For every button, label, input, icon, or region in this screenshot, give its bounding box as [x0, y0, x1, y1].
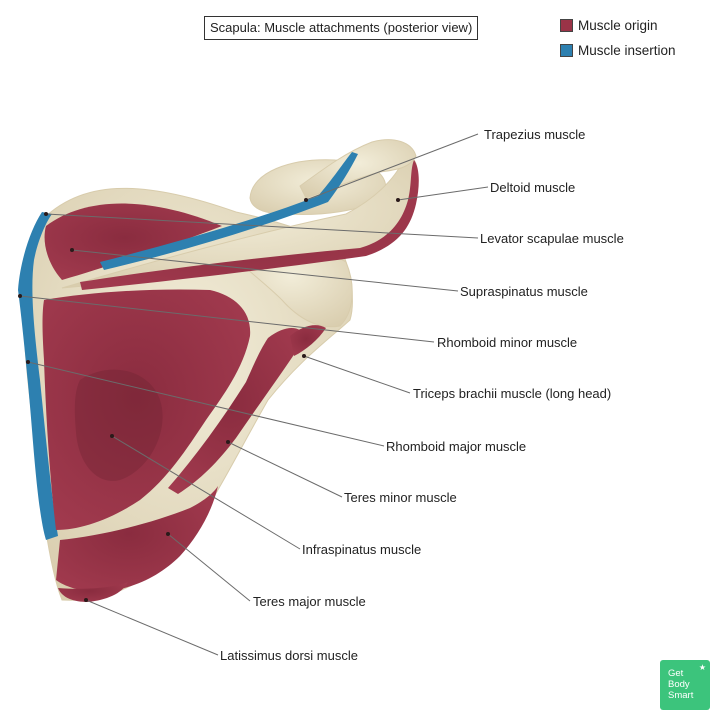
- teres-major-origin: [56, 486, 218, 592]
- label-latissimus-dorsi: Latissimus dorsi muscle: [220, 648, 358, 663]
- dot-infraspinatus: [110, 434, 114, 438]
- label-teres-major: Teres major muscle: [253, 594, 366, 609]
- dot-levator: [44, 212, 48, 216]
- insertion-swatch: [560, 44, 573, 57]
- dot-rhomboid-minor: [18, 294, 22, 298]
- trapezius-insertion: [100, 152, 358, 270]
- dot-teres-major: [166, 532, 170, 536]
- dot-supraspinatus: [70, 248, 74, 252]
- getbodysmart-logo: ★ Get Body Smart: [660, 660, 710, 710]
- pointer-dots: [18, 198, 400, 602]
- leader-rhomboid-minor: [19, 295, 435, 343]
- leader-teres-minor: [227, 441, 343, 498]
- leader-supraspinatus: [71, 249, 459, 292]
- supraspinatus-origin: [44, 203, 222, 280]
- triceps-origin: [290, 325, 326, 356]
- dot-triceps: [302, 354, 306, 358]
- star-icon: ★: [698, 663, 706, 672]
- origin-swatch: [560, 19, 573, 32]
- badge-line-3: Smart: [668, 690, 694, 701]
- diagram-title: Scapula: Muscle attachments (posterior v…: [204, 16, 479, 40]
- leader-latissimus: [85, 599, 219, 656]
- label-trapezius: Trapezius muscle: [484, 127, 585, 142]
- label-rhomboid-minor: Rhomboid minor muscle: [437, 335, 577, 350]
- legend-label-origin: Muscle origin: [578, 18, 658, 33]
- dot-latissimus: [84, 598, 88, 602]
- leader-levator: [45, 213, 479, 239]
- label-teres-minor: Teres minor muscle: [344, 490, 457, 505]
- leader-lines: [19, 133, 489, 656]
- latissimus-origin: [58, 582, 128, 602]
- dot-deltoid: [396, 198, 400, 202]
- label-supraspinatus: Supraspinatus muscle: [460, 284, 588, 299]
- badge-line-2: Body: [668, 679, 690, 690]
- dot-rhomboid-major: [26, 360, 30, 364]
- label-levator-scapulae: Levator scapulae muscle: [480, 231, 624, 246]
- medial-border-insertion: [18, 212, 58, 540]
- leader-rhomboid-major: [27, 361, 385, 447]
- dot-teres-minor: [226, 440, 230, 444]
- leader-deltoid: [397, 186, 489, 201]
- muscle-labels: Trapezius muscle Deltoid muscle Levator …: [220, 127, 624, 663]
- legend-item-origin: Muscle origin: [560, 13, 676, 38]
- leader-infraspinatus: [111, 435, 301, 550]
- deltoid-origin: [80, 160, 419, 290]
- legend-item-insertion: Muscle insertion: [560, 38, 676, 63]
- infraspinatus-origin: [42, 289, 251, 530]
- label-triceps-brachii: Triceps brachii muscle (long head): [413, 386, 611, 401]
- leader-teres-major: [167, 533, 251, 602]
- label-rhomboid-major: Rhomboid major muscle: [386, 439, 526, 454]
- label-deltoid: Deltoid muscle: [490, 180, 575, 195]
- badge-line-1: Get: [668, 668, 684, 679]
- label-infraspinatus: Infraspinatus muscle: [302, 542, 421, 557]
- dot-trapezius: [304, 198, 308, 202]
- leader-triceps: [303, 355, 411, 394]
- legend-label-insertion: Muscle insertion: [578, 43, 676, 58]
- legend: Muscle origin Muscle insertion: [560, 13, 676, 63]
- leader-trapezius: [305, 133, 479, 201]
